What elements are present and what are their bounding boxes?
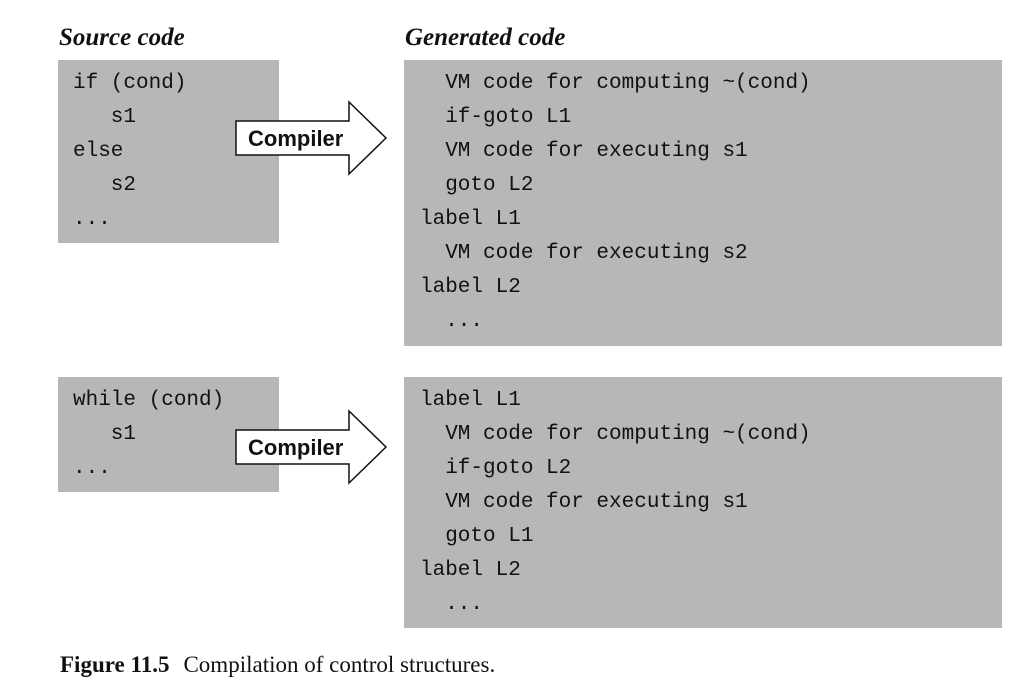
figure-caption-text: Compilation of control structures. xyxy=(183,652,496,677)
source-line: while (cond) xyxy=(73,389,225,412)
generated-code-box-if: VM code for computing ~(cond) if-goto L1… xyxy=(404,60,1002,346)
source-line: else xyxy=(73,140,124,163)
source-line: ... xyxy=(73,208,111,231)
source-code-heading: Source code xyxy=(59,24,185,51)
generated-line: VM code for executing s2 xyxy=(420,242,748,265)
generated-line: if-goto L2 xyxy=(420,457,572,480)
compiler-arrow-while: Compiler xyxy=(235,409,388,485)
generated-code-heading: Generated code xyxy=(405,24,566,51)
figure-caption: Figure 11.5 Compilation of control struct… xyxy=(60,652,495,678)
generated-line: label L1 xyxy=(420,208,521,231)
generated-line: if-goto L1 xyxy=(420,106,572,129)
generated-line: label L2 xyxy=(420,559,521,582)
generated-line: VM code for executing s1 xyxy=(420,140,748,163)
source-line: if (cond) xyxy=(73,72,187,95)
source-line: ... xyxy=(73,457,111,480)
compiler-arrow-if: Compiler xyxy=(235,100,388,176)
compiler-label: Compiler xyxy=(248,126,344,151)
generated-line: goto L1 xyxy=(420,525,534,548)
generated-line: VM code for executing s1 xyxy=(420,491,748,514)
generated-code-box-while: label L1 VM code for computing ~(cond) i… xyxy=(404,377,1002,628)
generated-line: label L2 xyxy=(420,276,521,299)
generated-line: label L1 xyxy=(420,389,521,412)
generated-line: ... xyxy=(420,310,484,333)
generated-line: VM code for computing ~(cond) xyxy=(420,72,811,95)
generated-line: goto L2 xyxy=(420,174,534,197)
generated-line: VM code for computing ~(cond) xyxy=(420,423,811,446)
source-line: s1 xyxy=(73,423,137,446)
figure-number: Figure 11.5 xyxy=(60,652,170,677)
source-line: s2 xyxy=(73,174,137,197)
generated-line: ... xyxy=(420,593,484,616)
compiler-label: Compiler xyxy=(248,435,344,460)
source-line: s1 xyxy=(73,106,137,129)
